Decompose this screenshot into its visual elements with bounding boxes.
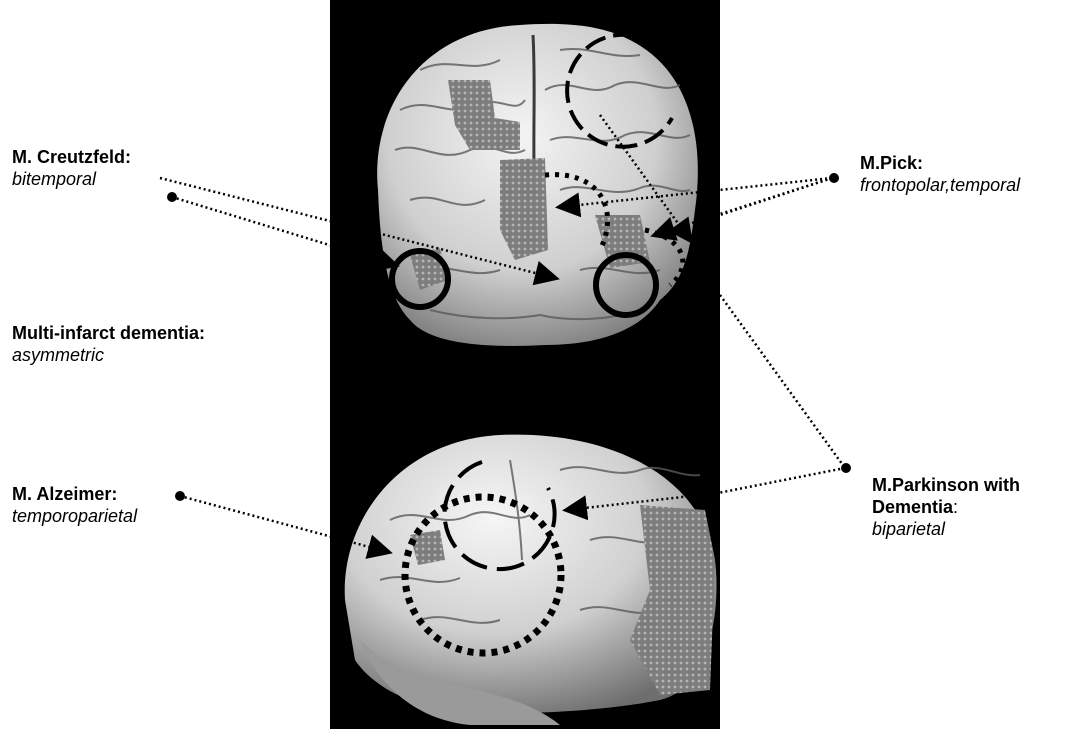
brain-lateral-view (345, 435, 717, 725)
label-creutzfeld-region: bitemporal (12, 168, 131, 190)
label-alzheimer-name: M. Alzeimer: (12, 483, 137, 505)
leader-parkinson-1 (720, 295, 845, 468)
label-multi-infarct-name: Multi-infarct dementia: (12, 322, 205, 344)
label-creutzfeld-name: M. Creutzfeld: (12, 146, 131, 168)
label-pick: M.Pick: frontopolar,temporal (860, 152, 1020, 196)
label-parkinson-name-line1: M.Parkinson with (872, 474, 1020, 496)
leader-parkinson-2 (718, 468, 845, 493)
label-parkinson-name-line2: Dementia (872, 497, 953, 517)
label-alzheimer: M. Alzeimer: temporoparietal (12, 483, 137, 527)
label-parkinson: M.Parkinson with Dementia: biparietal (872, 474, 1020, 540)
label-pick-region: frontopolar,temporal (860, 174, 1020, 196)
label-multi-infarct: Multi-infarct dementia: asymmetric (12, 322, 205, 366)
label-creutzfeld: M. Creutzfeld: bitemporal (12, 146, 131, 190)
label-parkinson-colon: : (953, 497, 958, 517)
label-parkinson-region: biparietal (872, 518, 1020, 540)
dot-parkinson (841, 463, 851, 473)
dot-alzheimer (175, 491, 185, 501)
label-multi-infarct-region: asymmetric (12, 344, 205, 366)
dot-pick (829, 173, 839, 183)
label-pick-name: M.Pick: (860, 152, 1020, 174)
label-parkinson-name-line2-wrap: Dementia: (872, 496, 1020, 518)
label-alzheimer-region: temporoparietal (12, 505, 137, 527)
dot-creutzfeld (167, 192, 177, 202)
